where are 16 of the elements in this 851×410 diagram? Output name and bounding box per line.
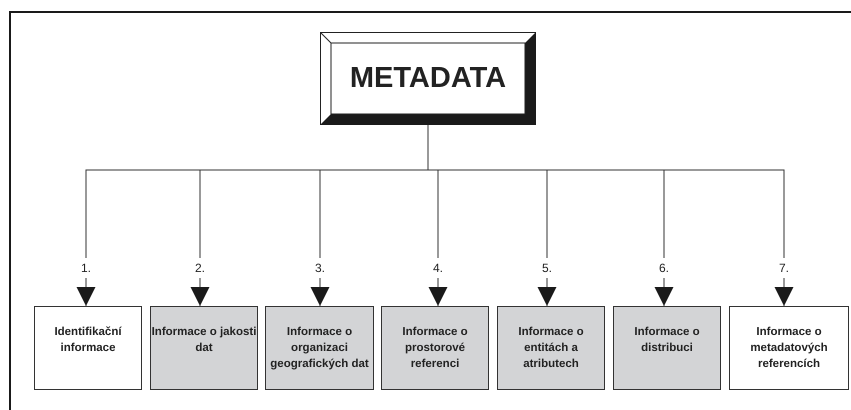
edge-label: 4. <box>431 258 445 278</box>
title-text: METADATA <box>350 62 506 95</box>
category-box: Informace o prostorové referenci <box>381 306 489 390</box>
edge-label: 3. <box>313 258 327 278</box>
category-box: Informace o metadatových referencích <box>729 306 849 390</box>
category-box: Informace o organizaci geografických dat <box>265 306 374 390</box>
edge-label: 7. <box>777 258 791 278</box>
edge-label: 6. <box>657 258 671 278</box>
title-box <box>320 32 536 125</box>
edge-label: 1. <box>79 258 93 278</box>
edge-label: 2. <box>193 258 207 278</box>
category-box: Informace o entitách a atributech <box>497 306 605 390</box>
category-box: Informace o distribuci <box>613 306 721 390</box>
category-box: Informace o jakosti dat <box>150 306 258 390</box>
edge-label: 5. <box>540 258 554 278</box>
category-box: Identifikační informace <box>34 306 142 390</box>
